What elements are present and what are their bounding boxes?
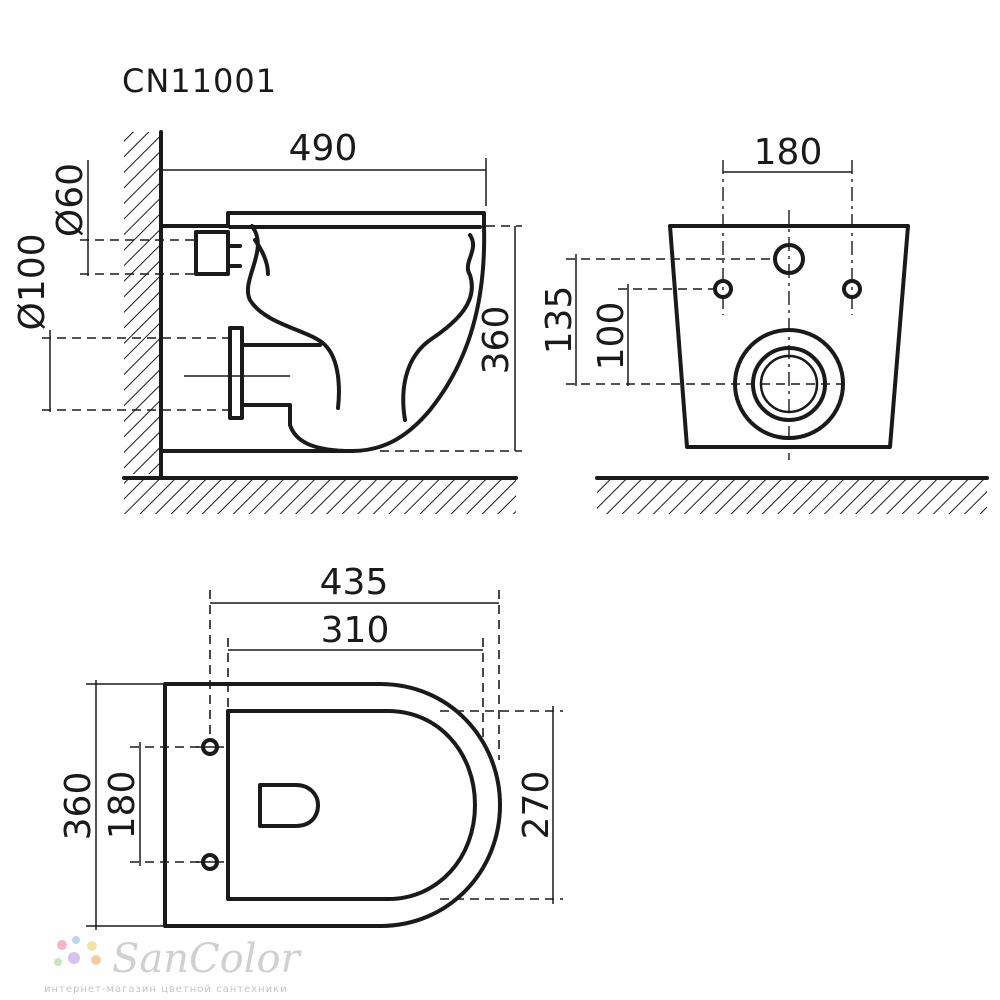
- dim-front-mount-spacing: 180: [754, 132, 823, 173]
- brand-logo: SanColor интернет-магазин цветной сантех…: [44, 936, 303, 995]
- drain-opening: [258, 783, 320, 828]
- dim-top-width: 360: [58, 772, 99, 841]
- dim-front-inlet-height: 135: [539, 286, 580, 355]
- inlet-pipe: [194, 230, 230, 276]
- dim-top-bowl-width: 270: [516, 771, 557, 840]
- brand-dot: [68, 952, 80, 964]
- brand-dot: [87, 941, 97, 951]
- dim-inlet-diameter: Ø60: [50, 163, 91, 237]
- front-view: 180 135 100: [539, 132, 989, 514]
- top-view: 435 310 360 180 270: [58, 562, 563, 930]
- bowl-side-outline: [159, 211, 487, 453]
- dim-outlet-diameter: Ø100: [12, 233, 53, 330]
- bowl-top-outline: [163, 682, 502, 928]
- bowl-front-outline: [668, 224, 910, 449]
- dim-top-mount-spacing: 180: [102, 771, 143, 840]
- brand-dots: [54, 936, 101, 966]
- bowl-inner-curve: [246, 224, 341, 410]
- brand-name: SanColor: [112, 936, 303, 982]
- dim-side-width: 490: [289, 128, 358, 169]
- dim-front-outlet-height: 100: [591, 302, 632, 371]
- brand-tagline: интернет-магазин цветной сантехники: [44, 984, 288, 995]
- model-title: CN11001: [122, 62, 277, 100]
- brand-dot: [91, 955, 101, 965]
- wall-hatch: [124, 132, 160, 474]
- front-floor-hatch: [597, 478, 987, 514]
- brand-dot: [57, 940, 67, 950]
- brand-dot: [54, 958, 62, 966]
- dim-top-hole-to-front: 310: [321, 610, 390, 651]
- dim-side-height: 360: [476, 306, 517, 375]
- side-view: 490 360 Ø60 Ø100: [12, 128, 522, 514]
- brand-dot: [72, 936, 80, 944]
- outlet-pipe: [228, 326, 244, 420]
- floor-hatch: [124, 478, 516, 514]
- bowl-top-inner: [226, 709, 477, 901]
- dim-top-length: 435: [320, 562, 389, 603]
